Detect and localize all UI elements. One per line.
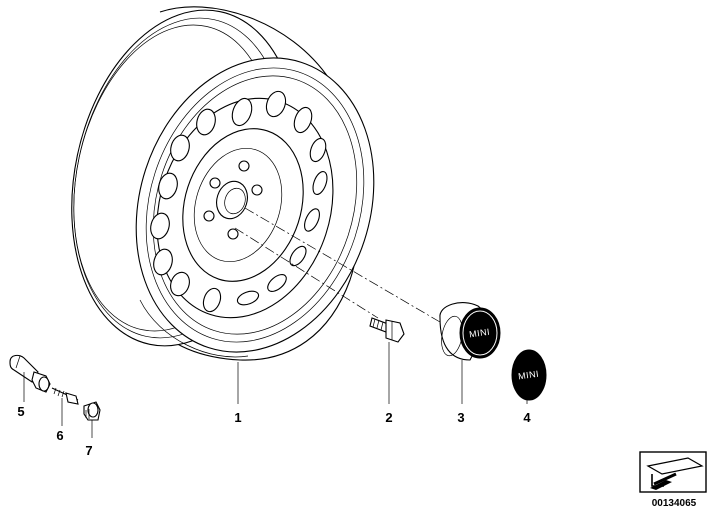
assembly-lines [234, 207, 441, 323]
diagram-symbol [639, 451, 707, 493]
emblem: MINI [511, 349, 547, 401]
callout-3: 3 [457, 410, 464, 425]
callout-7: 7 [85, 443, 92, 458]
valve-cap [83, 401, 101, 421]
callout-4: 4 [523, 410, 531, 425]
hub-cap: MINI [439, 302, 501, 361]
callout-numbers: 1 2 3 4 5 6 7 [17, 404, 531, 458]
valve [9, 354, 51, 393]
callout-1: 1 [234, 410, 241, 425]
steel-wheel [71, 6, 375, 361]
callout-2: 2 [385, 410, 392, 425]
diagram-code: 00134065 [652, 498, 697, 509]
wheel-bolt [369, 317, 405, 343]
callout-6: 6 [56, 428, 63, 443]
hub-cap-logo-text: MINI [468, 327, 490, 340]
emblem-logo-text: MINI [517, 369, 539, 382]
callout-5: 5 [17, 404, 24, 419]
valve-core [51, 387, 79, 405]
leader-lines [23, 342, 528, 438]
